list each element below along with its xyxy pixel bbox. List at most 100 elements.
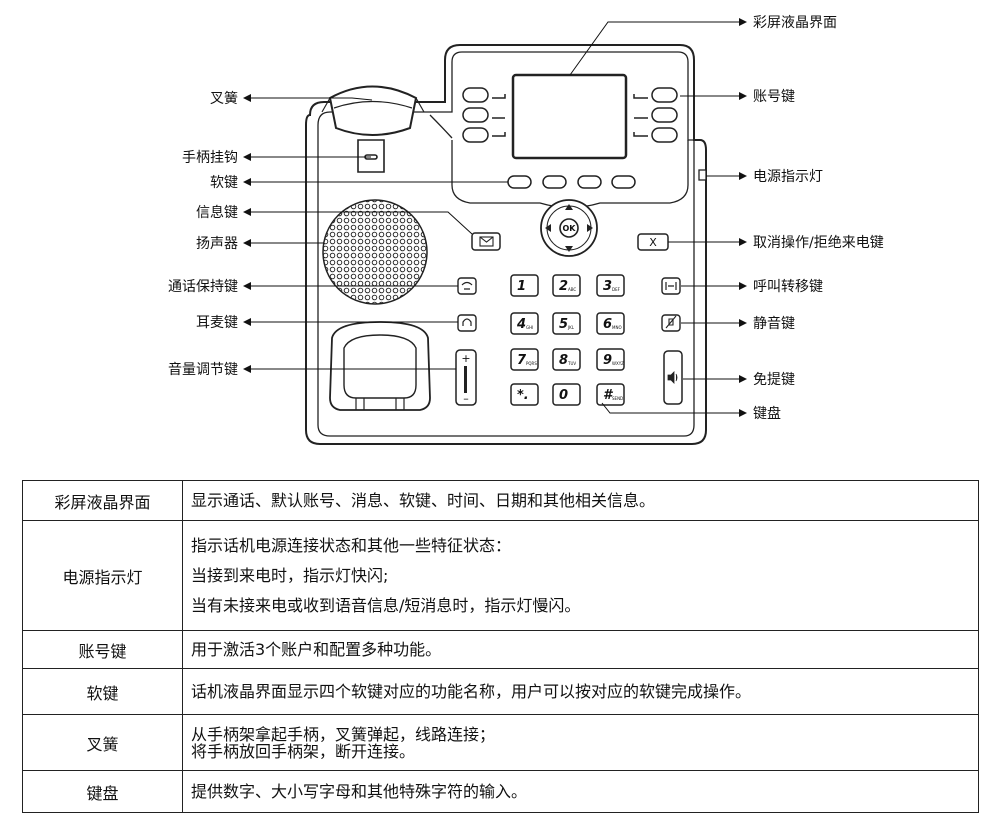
handset-cradle	[329, 321, 431, 411]
nav-down-icon[interactable]	[565, 246, 573, 252]
key-sub-label: TUV	[567, 361, 576, 366]
row-name: 软键	[22, 668, 183, 715]
mute-icon	[665, 315, 677, 329]
label-transfer: 呼叫转移键	[753, 279, 823, 295]
row-name: 叉簧	[22, 714, 183, 771]
label-handsfree: 免提键	[753, 372, 795, 388]
soft-keys[interactable]	[507, 175, 636, 189]
label-volume: 音量调节键	[168, 361, 238, 378]
key-sub-label: SEND	[612, 396, 623, 401]
headset-button[interactable]	[457, 314, 477, 332]
row-desc: 话机液晶界面显示四个软键对应的功能名称，用户可以按对应的软键完成操作。	[182, 668, 979, 715]
keypad-key[interactable]: *.	[510, 383, 539, 406]
nav-right-icon[interactable]	[587, 224, 593, 232]
label-hook: 叉簧	[210, 91, 238, 107]
key-main-label: 1	[517, 279, 526, 294]
key-sub-label: PQRS	[526, 361, 537, 366]
table-row: 彩屏液晶界面 显示通话、默认账号、消息、软键、时间、日期和其他相关信息。	[22, 480, 979, 521]
table-row: 键盘 提供数字、大小写字母和其他特殊字符的输入。	[22, 770, 979, 813]
ok-button[interactable]	[559, 218, 579, 238]
cancel-button[interactable]: X	[637, 233, 669, 251]
lcd-screen	[511, 73, 628, 160]
nav-left-icon[interactable]	[545, 224, 551, 232]
callout-labels: 彩屏液晶界面 账号键 电源指示灯 取消操作/拒绝来电键 呼叫转移键 静音键 免提…	[168, 15, 884, 422]
key-sub-label: ABC	[568, 287, 576, 292]
label-speaker: 扬声器	[196, 236, 238, 252]
handset-hanger	[357, 139, 385, 173]
row-name: 键盘	[22, 770, 183, 813]
keypad-key[interactable]: 1	[510, 274, 539, 297]
leader-lines	[243, 18, 747, 417]
desc-line: 用于激活3个账户和配置多种功能。	[191, 639, 442, 659]
label-power-indicator: 电源指示灯	[753, 169, 823, 185]
transfer-icon	[665, 282, 677, 290]
hold-button[interactable]	[457, 277, 477, 295]
label-account-keys: 账号键	[753, 89, 795, 105]
handsfree-button[interactable]	[663, 350, 683, 405]
key-sub-label: WXYZ	[612, 361, 624, 366]
row-name: 账号键	[22, 630, 183, 669]
table-row: 账号键 用于激活3个账户和配置多种功能。	[22, 630, 979, 669]
transfer-button[interactable]	[661, 277, 681, 295]
label-cancel-reject: 取消操作/拒绝来电键	[753, 235, 884, 251]
desc-line: 话机液晶界面显示四个软键对应的功能名称，用户可以按对应的软键完成操作。	[191, 681, 752, 701]
key-sub-label: DEF	[612, 287, 621, 292]
table-row: 电源指示灯 指示话机电源连接状态和其他一些特征状态： 当接到来电时，指示灯快闪;…	[22, 520, 979, 631]
label-color-screen: 彩屏液晶界面	[753, 15, 837, 31]
key-main-label: 4	[516, 317, 526, 332]
table-row: 软键 话机液晶界面显示四个软键对应的功能名称，用户可以按对应的软键完成操作。	[22, 668, 979, 715]
key-main-label: 6	[603, 317, 612, 332]
row-name: 电源指示灯	[22, 520, 183, 631]
desc-line: 从手柄架拿起手柄，叉簧弹起，线路连接；	[191, 724, 496, 744]
hook-switch[interactable]	[321, 85, 425, 136]
keypad-key[interactable]: 0	[552, 383, 581, 406]
label-mute: 静音键	[753, 315, 795, 332]
label-message: 信息键	[196, 204, 238, 221]
key-main-label: 0	[559, 388, 568, 403]
key-main-label: 7	[517, 353, 527, 368]
volume-plus-label: +	[461, 352, 470, 365]
message-button[interactable]	[471, 232, 501, 251]
key-main-label: 3	[603, 279, 612, 294]
key-sub-label: GHI	[526, 325, 533, 330]
volume-minus-label: –	[463, 392, 469, 405]
keypad-key[interactable]: #SEND	[596, 383, 625, 406]
row-desc: 从手柄架拿起手柄，叉簧弹起，线路连接； 将手柄放回手柄架，断开连接。	[182, 714, 979, 771]
desc-line: 显示通话、默认账号、消息、软键、时间、日期和其他相关信息。	[191, 490, 656, 510]
cancel-label: X	[649, 236, 657, 249]
desc-line: 指示话机电源连接状态和其他一些特征状态：	[191, 535, 512, 555]
label-handset-hook: 手柄挂钩	[182, 150, 238, 166]
label-headset: 耳麦键	[196, 315, 238, 331]
row-desc: 提供数字、大小写字母和其他特殊字符的输入。	[182, 770, 979, 813]
desc-line: 当有未接来电或收到语音信息/短消息时，指示灯慢闪。	[191, 595, 581, 615]
account-keys-right[interactable]	[633, 87, 678, 143]
desc-line: 提供数字、大小写字母和其他特殊字符的输入。	[191, 781, 528, 801]
ok-label: OK	[563, 224, 577, 233]
label-hold: 通话保持键	[168, 279, 238, 295]
desc-line: 将手柄放回手柄架，断开连接。	[191, 741, 416, 761]
row-name: 彩屏液晶界面	[22, 480, 183, 521]
key-main-label: #	[603, 388, 614, 403]
hold-icon	[461, 281, 473, 290]
key-main-label: 8	[559, 353, 568, 368]
key-sub-label: MNO	[612, 325, 622, 330]
nav-up-icon[interactable]	[565, 204, 573, 210]
key-main-label: 5	[559, 317, 568, 332]
navigation-pad[interactable]: OK	[540, 199, 598, 257]
table-row: 叉簧 从手柄架拿起手柄，叉簧弹起，线路连接； 将手柄放回手柄架，断开连接。	[22, 714, 979, 771]
speaker-icon	[667, 371, 678, 384]
volume-control[interactable]: + –	[455, 349, 477, 406]
headset-icon	[462, 318, 472, 326]
mute-button[interactable]	[661, 314, 681, 332]
label-softkeys: 软键	[210, 175, 238, 191]
account-keys-left[interactable]	[462, 87, 506, 143]
